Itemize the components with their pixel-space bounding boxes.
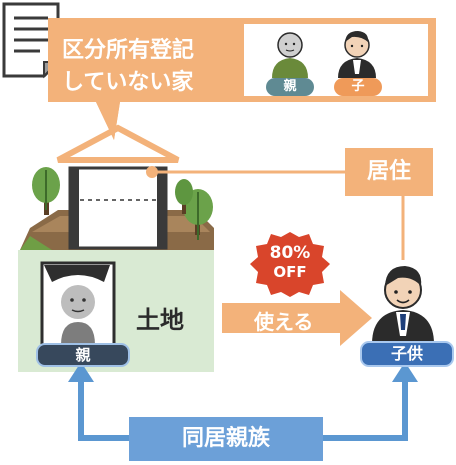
grandparent-portrait-icon [40,261,116,347]
land-label: 土地 [136,306,184,334]
discount-badge-shape [250,232,330,297]
discount-badge-line2: OFF [273,263,307,281]
child-label: 子 [334,78,382,96]
cohabiting-relatives-label: 同居親族 [129,417,323,461]
tree-icon [32,167,60,215]
children-label: 子供 [360,341,454,367]
grandparent-label: 親 [36,343,130,367]
discount-badge-line1: 80% [269,243,311,263]
parent-label: 親 [266,78,314,96]
house-icon [56,124,180,250]
callout-title-line2: していない家 [62,70,194,95]
child-person-icon [372,266,434,344]
usable-arrow [222,290,372,346]
callout-text-box [48,18,234,102]
usable-label: 使える [254,310,314,334]
residence-label: 居住 [345,148,433,196]
callout-title-line1: 区分所有登記 [62,38,195,63]
tree-icon [175,179,193,214]
